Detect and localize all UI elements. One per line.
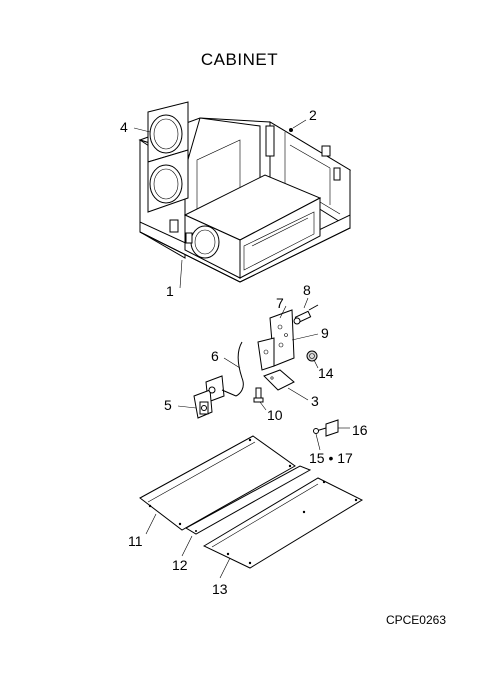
callout-15-17: 15 • 17: [309, 450, 353, 466]
callout-12: 12: [172, 557, 188, 573]
callout-10: 10: [267, 407, 283, 423]
tube-hose: [235, 341, 244, 397]
valve-assembly: [193, 375, 237, 419]
callout-5: 5: [164, 397, 172, 413]
callout-8: 8: [303, 282, 311, 298]
callout-16: 16: [352, 422, 368, 438]
diagram-title: CABINET: [200, 50, 279, 69]
fitting-part: [253, 387, 264, 403]
callout-13: 13: [212, 581, 228, 597]
callout-3: 3: [311, 393, 319, 409]
leader-lines: [133, 119, 350, 579]
clip-part: [313, 419, 339, 437]
trim-strip: [184, 465, 312, 535]
drawing-code: CPCE0263: [385, 613, 446, 627]
callout-labels: 1 2 3 4 5 6 7 8 9 10 11 12 13 14 16 15 •…: [120, 107, 368, 597]
callout-14: 14: [318, 365, 334, 381]
callout-7: 7: [276, 295, 284, 311]
bottom-panel: [139, 435, 296, 531]
sensor-probe: [293, 304, 319, 325]
callout-6: 6: [211, 348, 219, 364]
callout-11: 11: [128, 533, 143, 549]
callout-2: 2: [309, 107, 317, 123]
lower-panel: [202, 477, 364, 569]
duct-collars: [147, 101, 189, 213]
callout-4: 4: [120, 119, 128, 135]
cap-nut: [306, 350, 318, 362]
mounting-bracket: [257, 309, 295, 371]
screw-part: [289, 128, 293, 132]
cover-plate: [263, 369, 295, 391]
cabinet-housing: [138, 117, 352, 283]
callout-1: 1: [166, 283, 174, 299]
callout-9: 9: [321, 325, 329, 341]
